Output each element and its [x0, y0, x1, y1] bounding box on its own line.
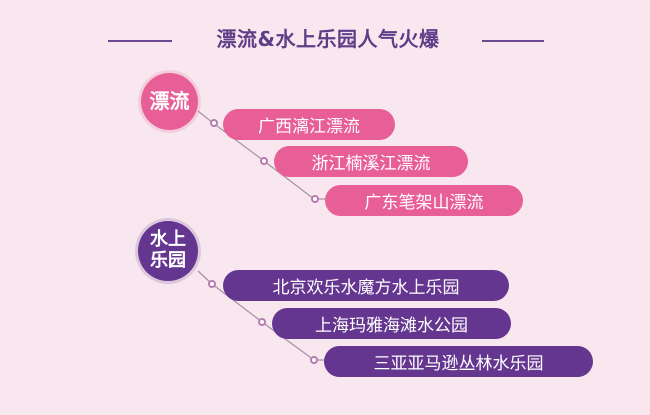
title-left-rule	[108, 40, 172, 42]
rafting-item-1: 广西漓江漂流	[223, 109, 395, 140]
waterpark-dot-1	[208, 280, 216, 288]
waterpark-dot-3	[310, 356, 318, 364]
waterpark-item-3: 三亚亚马逊丛林水乐园	[324, 346, 593, 377]
rafting-dot-2	[260, 157, 268, 165]
waterpark-dot-2	[258, 318, 266, 326]
waterpark-item-1: 北京欢乐水魔方水上乐园	[223, 270, 509, 301]
rafting-dot-3	[311, 195, 319, 203]
waterpark-badge: 水上乐园	[138, 221, 198, 281]
rafting-dot-1	[210, 119, 218, 127]
title-right-rule	[482, 40, 544, 42]
rafting-item-2: 浙江楠溪江漂流	[274, 146, 468, 177]
rafting-badge: 漂流	[141, 73, 198, 130]
page-title: 漂流&水上乐园人气火爆	[216, 27, 440, 51]
rafting-item-3: 广东笔架山漂流	[325, 185, 523, 216]
waterpark-item-2: 上海玛雅海滩水公园	[272, 308, 511, 339]
